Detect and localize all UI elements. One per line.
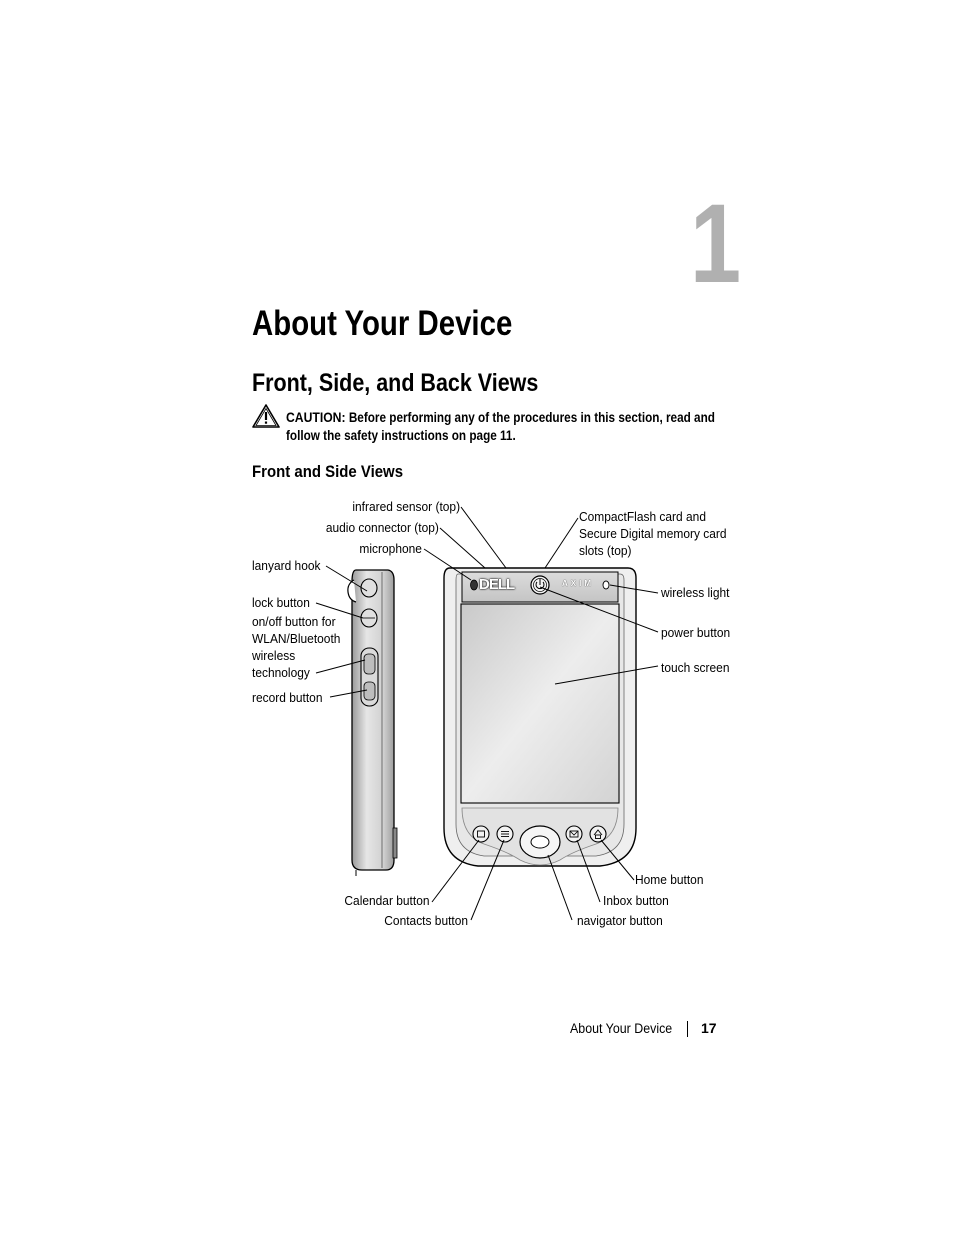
- callout-cf-line1: CompactFlash card and: [579, 509, 706, 524]
- device-model-label: AXIM: [562, 579, 594, 588]
- callout-infrared-sensor: infrared sensor (top): [352, 499, 460, 514]
- callout-microphone: microphone: [359, 541, 422, 556]
- callout-onoff-line4: technology: [252, 665, 310, 680]
- callout-contacts-button: Contacts button: [384, 913, 468, 928]
- callout-cf-line3: slots (top): [579, 543, 632, 558]
- caution-label: CAUTION:: [286, 409, 346, 425]
- chapter-number: 1: [690, 181, 741, 306]
- callout-cf-line2: Secure Digital memory card: [579, 526, 727, 541]
- callout-audio-connector: audio connector (top): [325, 520, 439, 535]
- callout-wireless-light: wireless light: [661, 585, 730, 600]
- side-view: [347, 569, 398, 876]
- footer-title: About Your Device: [570, 1021, 673, 1036]
- chapter-title: About Your Device: [252, 304, 513, 343]
- caution-notice: CAUTION: Before performing any of the pr…: [286, 408, 738, 445]
- callout-leaders: [315, 506, 659, 921]
- callout-calendar-button: Calendar button: [344, 893, 430, 908]
- page-number: 17: [701, 1020, 717, 1036]
- section-title: Front, Side, and Back Views: [252, 369, 539, 397]
- callout-home-button: Home button: [635, 872, 704, 887]
- front-view: [443, 567, 637, 867]
- callout-navigator-button: navigator button: [577, 913, 663, 928]
- callout-onoff-line3: wireless: [252, 648, 296, 663]
- callout-power-button: power button: [661, 625, 731, 640]
- callout-onoff-line2: WLAN/Bluetooth: [252, 631, 341, 646]
- subsection-title: Front and Side Views: [252, 462, 404, 481]
- callout-lock-button: lock button: [252, 595, 310, 610]
- caution-icon: [252, 404, 280, 428]
- footer-separator: [687, 1021, 688, 1037]
- callout-lanyard-hook: lanyard hook: [252, 558, 321, 573]
- callout-onoff-line1: on/off button for: [252, 614, 336, 629]
- callout-touch-screen: touch screen: [661, 660, 730, 675]
- callout-record-button: record button: [252, 690, 323, 705]
- caution-body: Before performing any of the procedures …: [286, 410, 715, 443]
- device-brand-logo: DELL: [479, 576, 515, 593]
- callout-inbox-button: Inbox button: [603, 893, 669, 908]
